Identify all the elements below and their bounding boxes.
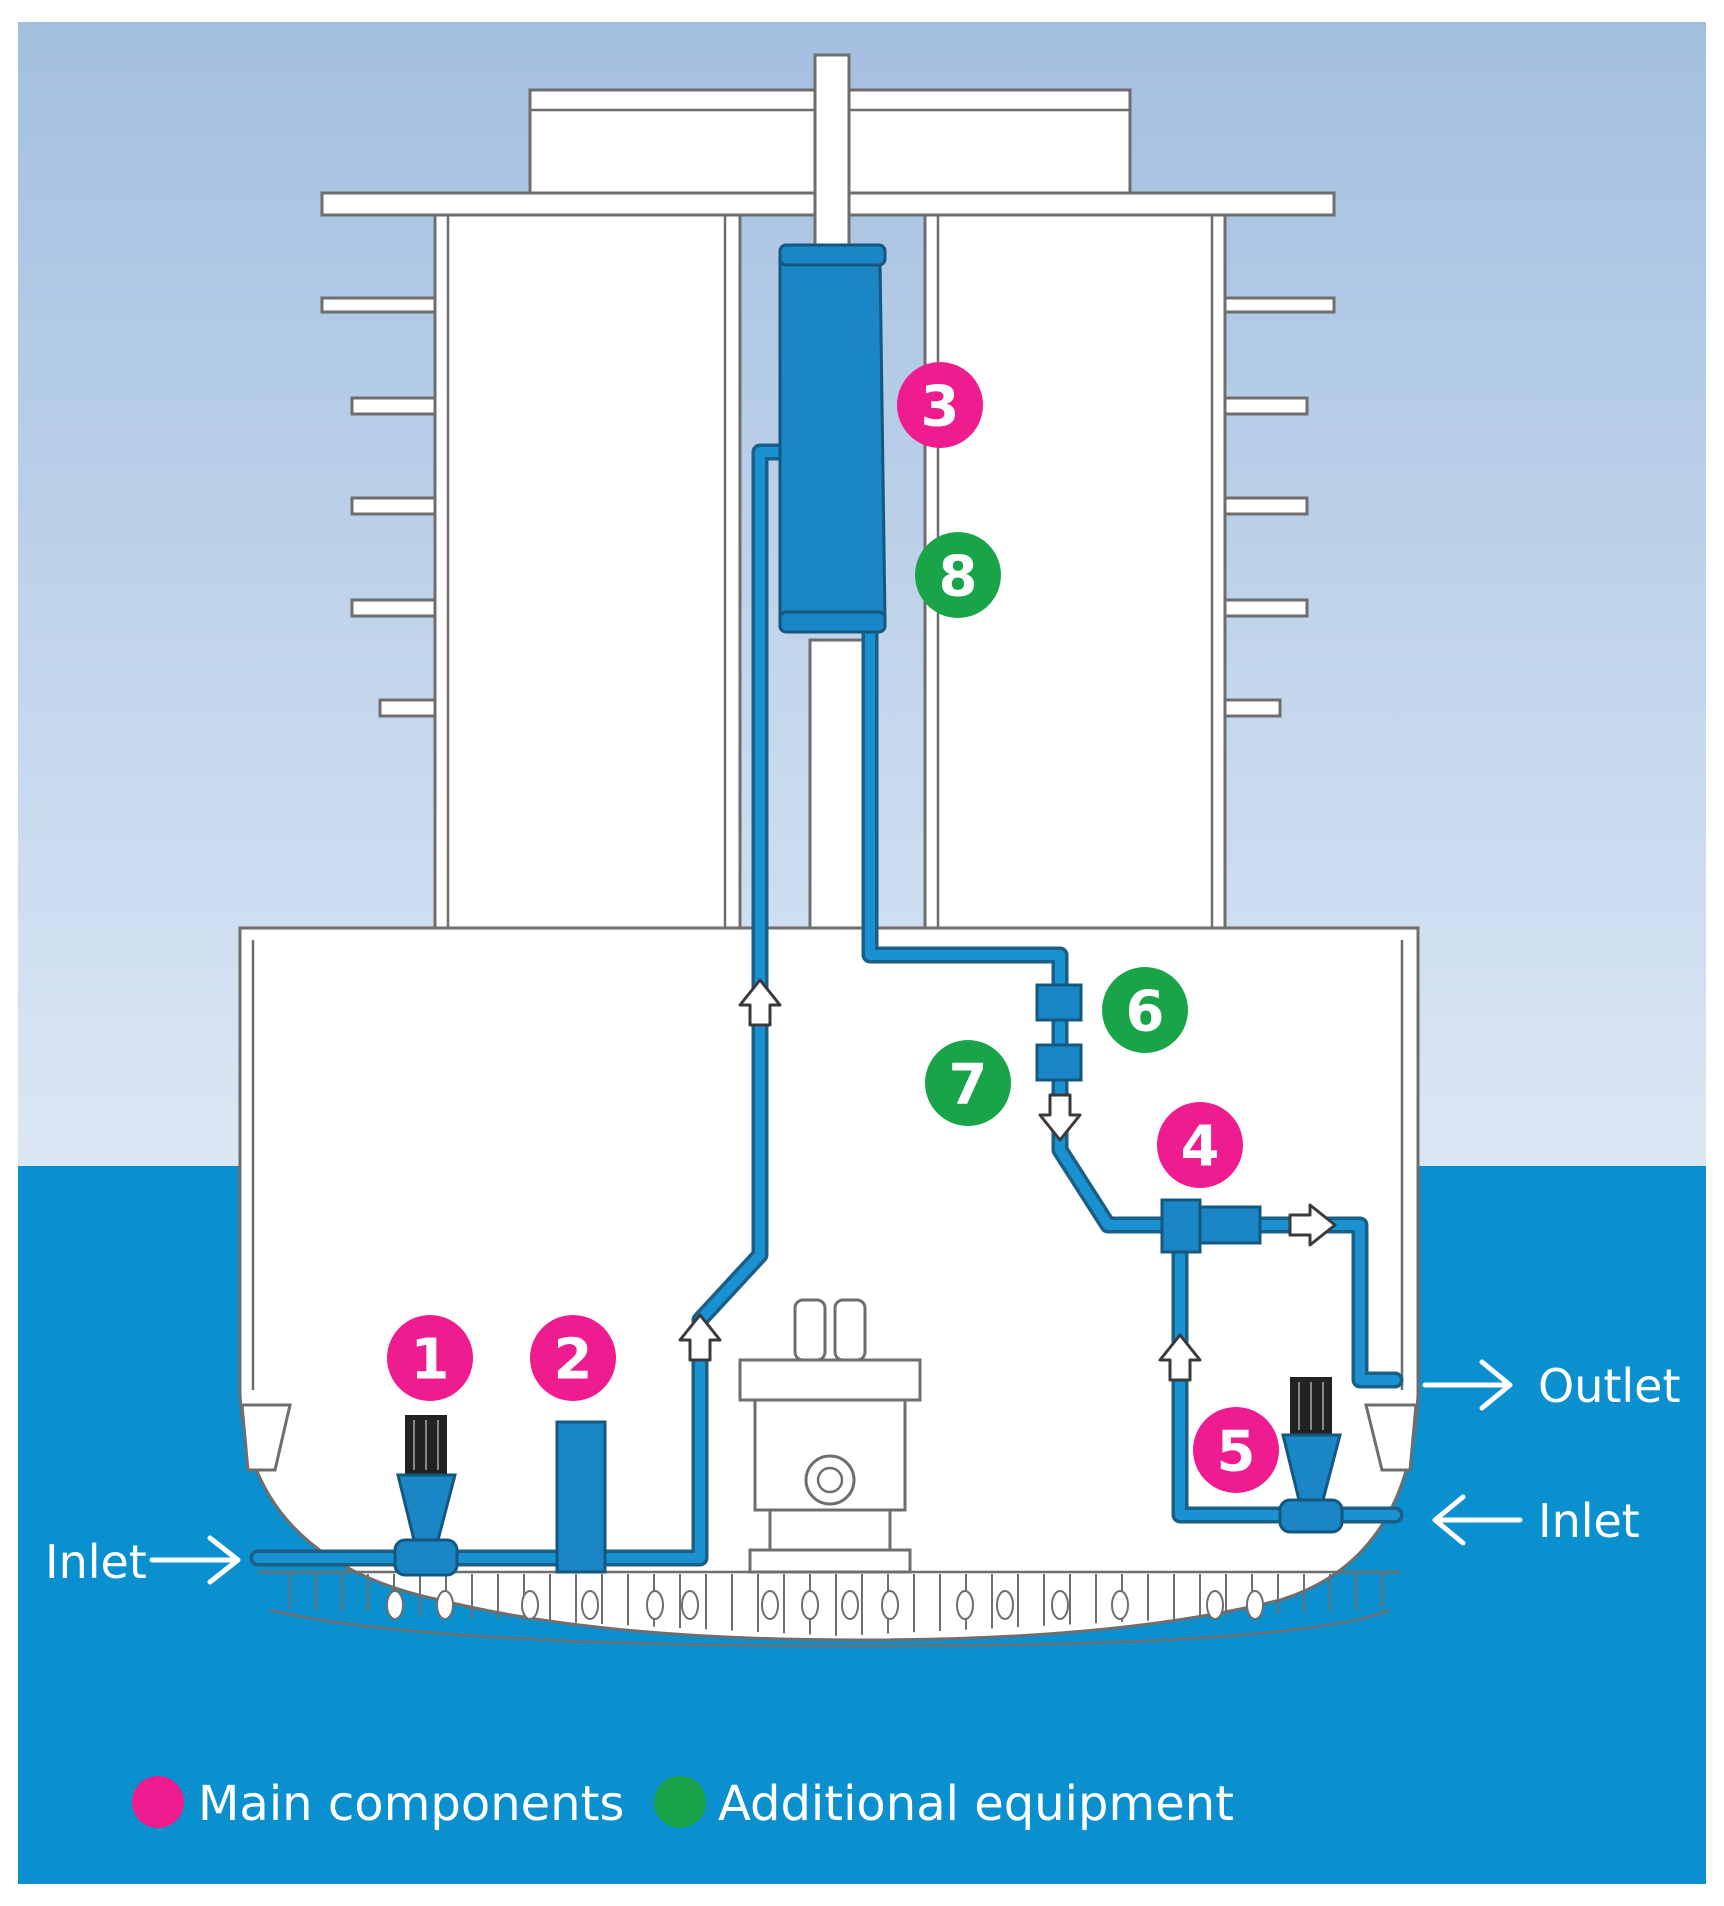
inlet-right-label: Inlet — [1538, 1494, 1640, 1548]
badge-6: 6 — [1102, 967, 1188, 1053]
lightening-hole — [996, 1590, 1014, 1620]
badge-7-number: 7 — [949, 1053, 988, 1118]
lightening-hole — [681, 1590, 699, 1620]
inlet-right-arrow — [1432, 1494, 1523, 1546]
outlet-arrow — [1422, 1359, 1513, 1411]
legend: Main components Additional equipment — [132, 1776, 1234, 1832]
treatment-unit-4 — [1160, 1198, 1262, 1254]
badge-6-circle — [1102, 967, 1188, 1053]
badge-4-circle — [1157, 1102, 1243, 1188]
lightening-hole — [1246, 1590, 1264, 1620]
lightening-hole — [386, 1590, 404, 1620]
lightening-hole — [436, 1590, 454, 1620]
pump-1 — [393, 1415, 459, 1577]
lightening-hole — [801, 1590, 819, 1620]
badge-5-circle — [1193, 1407, 1279, 1493]
filter-unit-2 — [555, 1420, 607, 1574]
badge-7: 7 — [925, 1040, 1011, 1126]
lightening-hole — [881, 1590, 899, 1620]
legend-main-swatch — [132, 1776, 184, 1828]
legend-additional-label: Additional equipment — [718, 1776, 1234, 1832]
inlet-left-arrow — [149, 1535, 241, 1585]
engine — [738, 1298, 922, 1574]
lightening-hole — [956, 1590, 974, 1620]
badge-1-circle — [387, 1315, 473, 1401]
lightening-hole — [521, 1590, 539, 1620]
badge-1: 1 — [387, 1315, 473, 1401]
badge-3: 3 — [897, 362, 983, 448]
treatment-unit-3-8 — [778, 243, 887, 634]
lightening-hole — [581, 1590, 599, 1620]
sensor-6 — [1035, 983, 1083, 1022]
badge-6-number: 6 — [1126, 980, 1165, 1045]
lightening-hole — [1206, 1590, 1224, 1620]
sensor-7 — [1035, 1043, 1083, 1082]
badge-7-circle — [925, 1040, 1011, 1126]
legend-main-label: Main components — [198, 1776, 624, 1832]
badge-4: 4 — [1157, 1102, 1243, 1188]
lightening-hole — [761, 1590, 779, 1620]
badge-2-circle — [530, 1315, 616, 1401]
lightening-hole — [646, 1590, 664, 1620]
lightening-hole — [841, 1590, 859, 1620]
badge-3-circle — [897, 362, 983, 448]
lightening-hole — [1051, 1590, 1069, 1620]
badge-2-number: 2 — [554, 1328, 593, 1393]
flow-arrows — [678, 978, 1337, 1382]
badge-3-number: 3 — [921, 375, 960, 440]
outlet-label: Outlet — [1538, 1359, 1681, 1413]
badge-1-number: 1 — [411, 1328, 450, 1393]
badge-4-number: 4 — [1181, 1115, 1220, 1180]
badge-2: 2 — [530, 1315, 616, 1401]
badge-5: 5 — [1193, 1407, 1279, 1493]
badge-8-number: 8 — [939, 545, 978, 610]
legend-additional-swatch — [654, 1776, 706, 1828]
pump-5 — [1278, 1377, 1344, 1534]
badge-8-circle — [915, 532, 1001, 618]
badge-8: 8 — [915, 532, 1001, 618]
lightening-hole — [1111, 1590, 1129, 1620]
badge-5-number: 5 — [1217, 1420, 1256, 1485]
inlet-left-label: Inlet — [45, 1535, 147, 1589]
